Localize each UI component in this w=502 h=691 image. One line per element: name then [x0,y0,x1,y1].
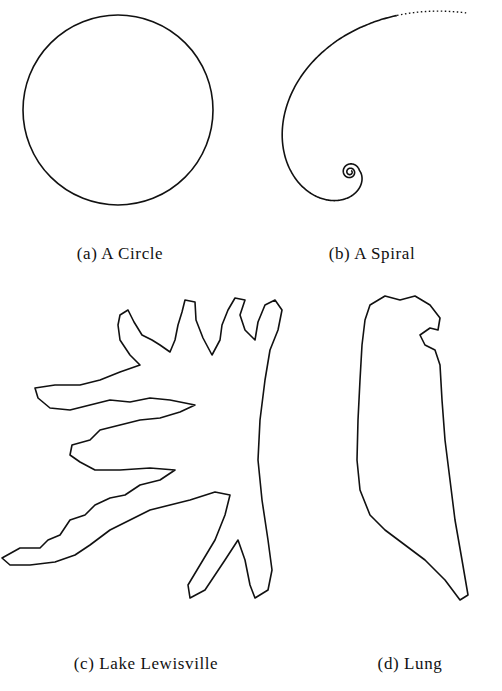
lung-outline [357,296,468,600]
figure-caption: (b) A Spiral [329,244,416,264]
figure-caption: (d) Lung [378,654,443,674]
circle-figure [23,15,213,205]
spiral-curve [282,15,397,200]
figure-caption: (c) Lake Lewisville [74,654,219,674]
figure-caption: (a) A Circle [77,244,164,264]
lake-outline [2,298,282,598]
spiral-figure [282,11,466,200]
spiral-dotted-tail [397,11,466,15]
